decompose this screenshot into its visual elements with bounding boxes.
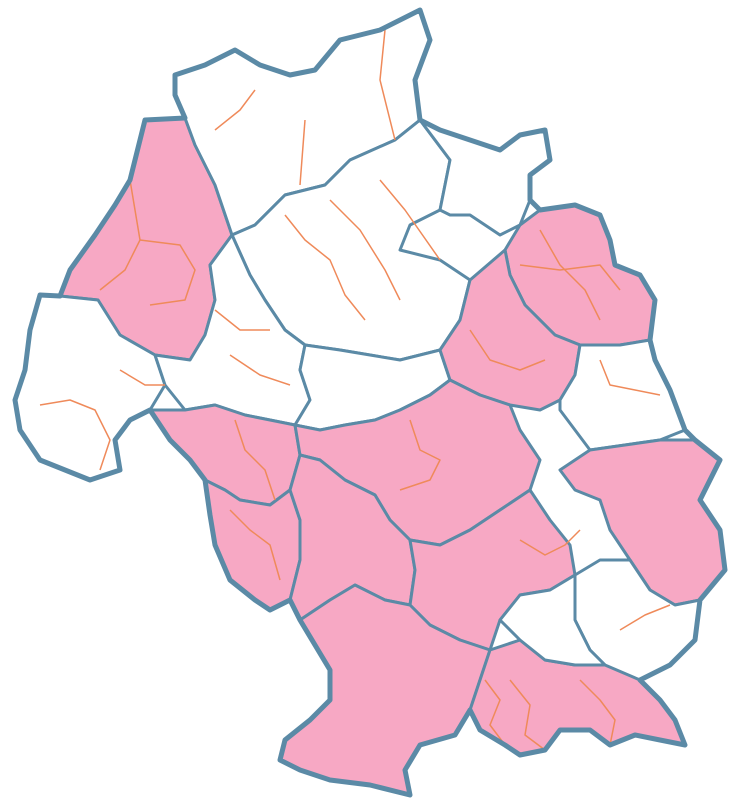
- subdivision-line: [519, 529, 581, 556]
- regions-layer: [13, 8, 727, 797]
- subdivision-line: [599, 359, 661, 396]
- subdivision-line: [484, 679, 506, 746]
- region-south-east-2[interactable]: [498, 573, 607, 667]
- subdivision-line: [619, 604, 671, 631]
- subdivision-line: [234, 419, 276, 501]
- subdivision-line: [399, 419, 441, 491]
- subdivision-line: [284, 214, 366, 321]
- subdivision-line: [329, 199, 401, 301]
- subdivision-line: [579, 679, 616, 746]
- subdivision-line: [39, 399, 111, 471]
- subdivision-line: [119, 369, 165, 386]
- subdivision-line: [99, 179, 141, 291]
- subdivision-line: [379, 29, 396, 141]
- subdivision-line: [139, 239, 196, 306]
- subdivision-line: [229, 354, 291, 386]
- subdivision-line: [299, 119, 306, 186]
- subdivision-line: [214, 309, 270, 331]
- region-east-mid[interactable]: [558, 338, 687, 452]
- subdivision-line: [509, 679, 546, 751]
- outer-boundary: [12, 7, 728, 798]
- subdivision-line: [519, 264, 621, 291]
- subdivision-line: [379, 179, 441, 261]
- subdivision-line: [469, 329, 546, 371]
- subdivision-line: [214, 89, 256, 131]
- subdivision-borders: [39, 29, 671, 751]
- subdivision-line: [539, 229, 601, 321]
- subdivision-line: [229, 509, 281, 581]
